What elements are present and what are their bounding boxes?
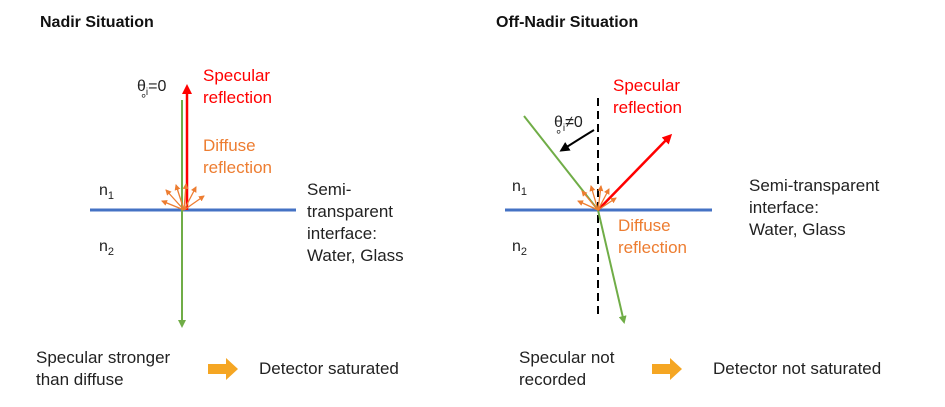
- right-interface-label-line3: Water, Glass: [749, 220, 846, 239]
- left-result-line1: Specular stronger: [36, 348, 171, 367]
- right-specular-label-line1: Specular: [613, 76, 681, 95]
- right-theta-label: θi≠0: [554, 114, 583, 135]
- right-theta-value: ≠0: [565, 114, 583, 131]
- right-n1-base: n: [512, 178, 521, 195]
- right-result-arrow-icon: [652, 358, 682, 380]
- left-interface-label-line4: Water, Glass: [307, 246, 404, 265]
- right-n1-sub: 1: [520, 186, 528, 199]
- left-result-arrow-icon: [208, 358, 238, 380]
- right-n2-base: n: [512, 238, 521, 255]
- left-n2-sub: 2: [107, 246, 115, 259]
- left-specular-label-line2: reflection: [203, 88, 272, 107]
- left-n2-label: n2: [99, 238, 114, 259]
- left-theta-value: =0: [148, 78, 167, 95]
- left-panel-title: Nadir Situation: [40, 14, 154, 31]
- right-angle-arc: [559, 129, 595, 152]
- right-specular-label-line2: reflection: [613, 98, 682, 117]
- left-n1-sub: 1: [107, 190, 115, 203]
- right-theta-symbol: θ: [554, 114, 563, 131]
- right-diffuse-label-line1: Diffuse: [618, 216, 671, 235]
- right-theta-sub: i: [562, 123, 566, 135]
- left-theta-label: θi=0: [137, 78, 166, 99]
- left-n1-base: n: [99, 182, 108, 199]
- right-outcome-label: Detector not saturated: [713, 359, 882, 378]
- left-result-line2: than diffuse: [36, 370, 124, 389]
- right-diffuse-fan: [577, 185, 617, 211]
- left-diffuse-fan: [161, 183, 205, 211]
- right-diffuse-label-line2: reflection: [618, 238, 687, 257]
- right-n2-label: n2: [512, 238, 527, 259]
- right-panel-title: Off-Nadir Situation: [496, 14, 639, 31]
- right-interface-label-line2: interface:: [749, 198, 819, 217]
- right-degree-mark: °: [556, 127, 562, 142]
- right-n1-label: n1: [512, 178, 527, 199]
- left-n1-label: n1: [99, 182, 114, 203]
- right-interface-label-line1: Semi-transparent: [749, 176, 880, 195]
- left-theta-symbol: θ: [137, 78, 146, 95]
- left-diffuse-label-line2: reflection: [203, 158, 272, 177]
- left-degree-mark: °: [141, 91, 147, 106]
- right-refracted-ray: [597, 209, 627, 324]
- left-interface-label-line2: transparent: [307, 202, 393, 221]
- right-result-line2: recorded: [519, 370, 587, 389]
- right-specular-arrow: [597, 133, 673, 211]
- left-interface-label-line3: interface:: [307, 224, 377, 243]
- right-result-line1: Specular not: [519, 348, 615, 367]
- right-n2-sub: 2: [520, 246, 528, 259]
- left-specular-label-line1: Specular: [203, 66, 271, 85]
- left-interface-label-line1: Semi-: [307, 180, 352, 199]
- left-theta-sub: i: [145, 87, 149, 99]
- left-diffuse-label-line1: Diffuse: [203, 136, 256, 155]
- left-n2-base: n: [99, 238, 108, 255]
- left-outcome-label: Detector saturated: [259, 359, 399, 378]
